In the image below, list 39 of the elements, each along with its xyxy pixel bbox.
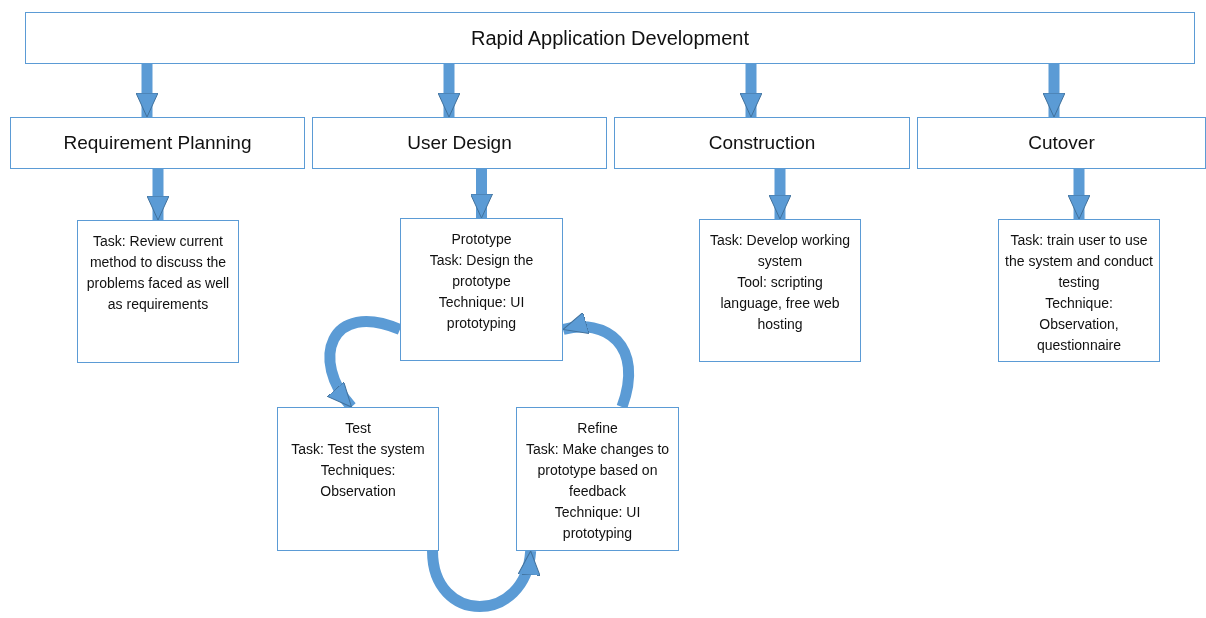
box-text: Tool: scripting language, free web hosting xyxy=(719,273,841,334)
box-text: Task: train user to use the system and conduct testing xyxy=(1005,231,1153,292)
task-box xyxy=(77,220,239,363)
box-text: Task: Develop working system xyxy=(708,231,852,271)
task-box xyxy=(516,407,679,551)
box-text: Task: Review current method to discuss the problems faced as well as requirements xyxy=(85,232,231,314)
box-text: Cutover xyxy=(1028,130,1095,155)
block-arrow xyxy=(739,64,763,118)
box-text: Requirement Planning xyxy=(63,130,252,155)
block-arrow xyxy=(1067,169,1091,220)
block-arrow xyxy=(146,169,170,221)
box-text: Technique: UI prototyping xyxy=(553,503,642,543)
block-arrow xyxy=(437,64,461,118)
box-text: Prototype xyxy=(451,230,512,249)
box-text: Task: Design the prototype xyxy=(428,251,535,291)
box-text: Construction xyxy=(708,130,816,155)
phase-box xyxy=(917,117,1206,169)
task-box xyxy=(277,407,439,551)
task-box xyxy=(998,219,1160,362)
block-arrow xyxy=(768,169,792,220)
box-text: Rapid Application Development xyxy=(471,26,749,51)
phase-box xyxy=(25,12,1195,64)
box-text: Refine xyxy=(577,419,618,438)
phase-box xyxy=(614,117,910,169)
box-text: Technique: UI prototyping xyxy=(437,293,526,333)
box-text: Test xyxy=(345,419,371,438)
task-box xyxy=(699,219,861,362)
task-box xyxy=(400,218,563,361)
box-text: Task: Make changes to prototype based on feedback xyxy=(524,440,671,501)
box-text: Techniques: Observation xyxy=(319,461,397,501)
block-arrow xyxy=(1042,64,1066,118)
block-arrow xyxy=(561,313,634,409)
block-arrow xyxy=(470,169,493,219)
box-text: User Design xyxy=(407,130,512,155)
phase-box xyxy=(10,117,305,169)
phase-box xyxy=(312,117,607,169)
box-text: Task: Test the system xyxy=(291,440,425,459)
block-arrow xyxy=(135,64,159,118)
box-text: Technique: Observation, questionnaire xyxy=(1035,294,1123,355)
